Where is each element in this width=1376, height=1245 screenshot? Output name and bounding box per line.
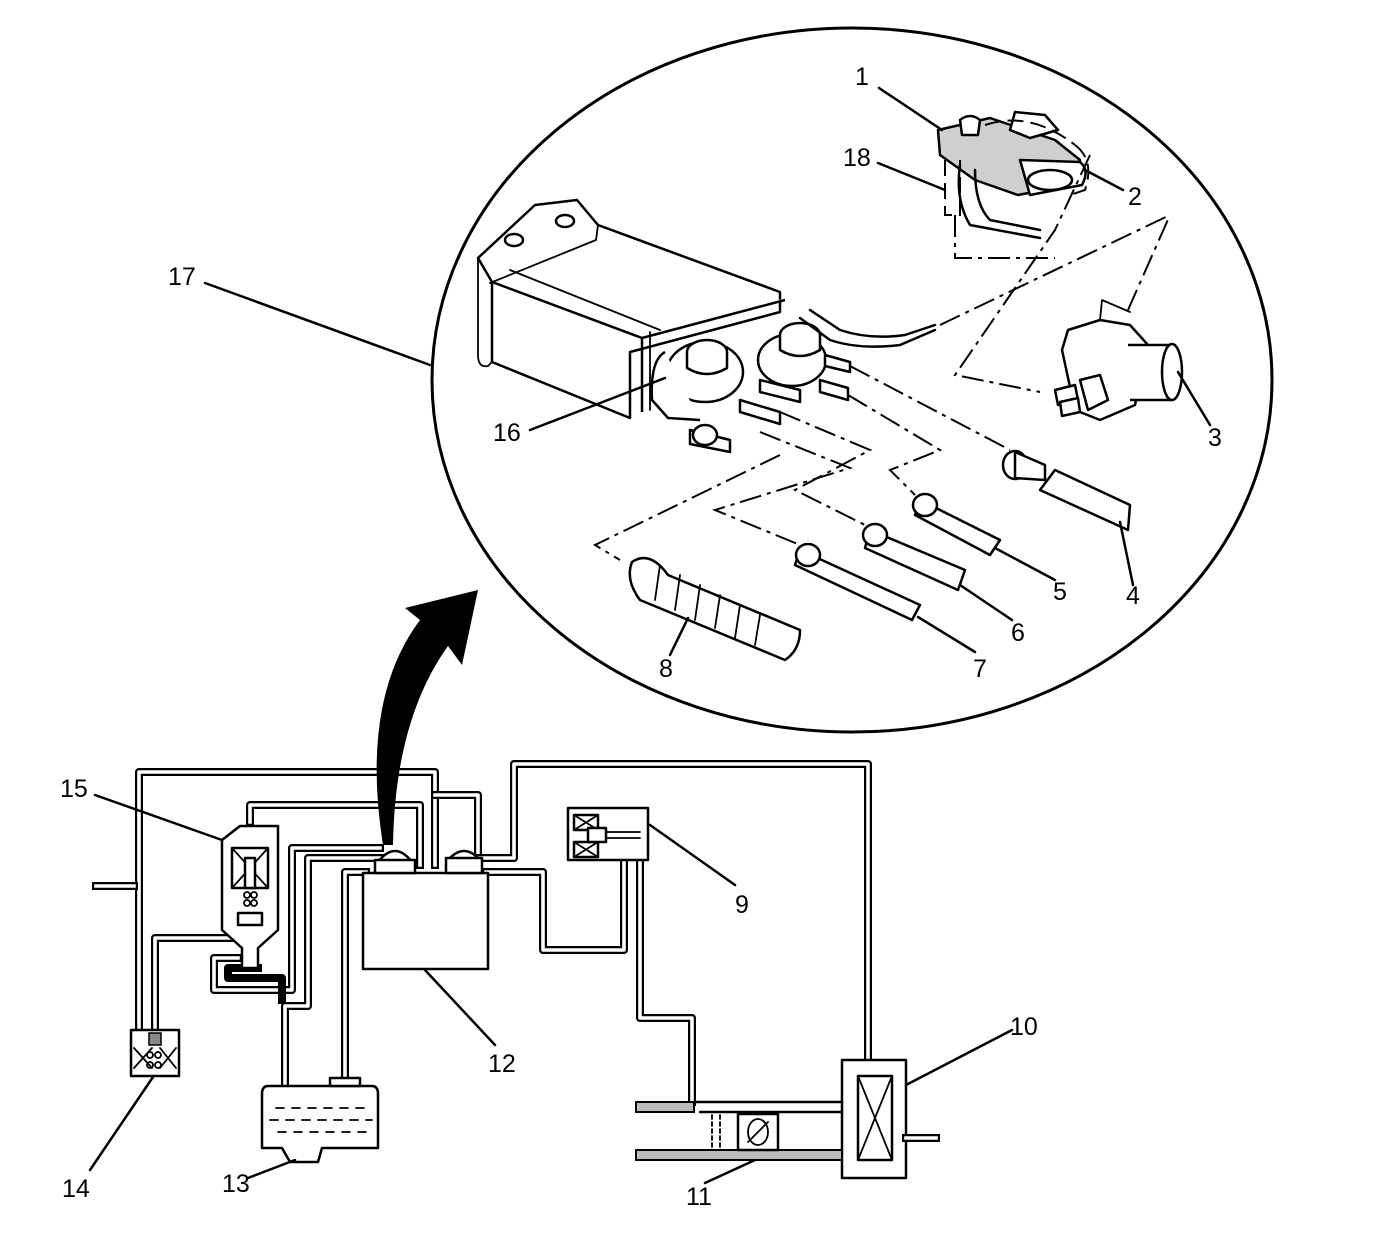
connector-assembly xyxy=(936,110,1090,240)
callout-4: 4 xyxy=(1126,582,1140,610)
callout-12: 12 xyxy=(488,1050,516,1078)
callout-1: 1 xyxy=(855,63,869,91)
callout-2: 2 xyxy=(1128,183,1142,211)
purge-valve xyxy=(220,824,280,970)
fuel-tank xyxy=(260,1076,380,1164)
callout-7: 7 xyxy=(973,655,987,683)
callout-16: 16 xyxy=(493,419,521,447)
vent-valve xyxy=(129,1028,181,1078)
zoom-arrow xyxy=(376,590,478,845)
hoses xyxy=(628,449,1132,662)
pressure-sensor xyxy=(566,806,650,862)
system-schematic xyxy=(92,590,940,1180)
callout-14: 14 xyxy=(62,1175,90,1203)
callout-15: 15 xyxy=(60,775,88,803)
evap-canister xyxy=(361,849,490,971)
pipe-network xyxy=(92,760,872,1106)
intake-manifold xyxy=(635,1100,844,1161)
callout-8: 8 xyxy=(659,655,673,683)
evap-canister-detail xyxy=(476,198,937,454)
assembly-guides xyxy=(592,154,1171,561)
leader-lines xyxy=(88,86,1212,1185)
callout-6: 6 xyxy=(1011,619,1025,647)
callout-13: 13 xyxy=(222,1170,250,1198)
detail-view xyxy=(430,26,1274,734)
throttle-body xyxy=(840,1058,940,1180)
callout-18: 18 xyxy=(843,144,871,172)
purge-solenoid-detail xyxy=(1053,299,1184,422)
callout-11: 11 xyxy=(686,1183,712,1211)
callout-9: 9 xyxy=(735,891,749,919)
detail-circle xyxy=(430,26,1274,734)
callout-10: 10 xyxy=(1010,1013,1038,1041)
callout-labels: 1 2 3 4 5 6 7 8 9 10 11 12 13 14 15 16 1… xyxy=(60,63,1222,1211)
callout-3: 3 xyxy=(1208,424,1222,452)
callout-17: 17 xyxy=(168,263,196,291)
callout-5: 5 xyxy=(1053,578,1067,606)
